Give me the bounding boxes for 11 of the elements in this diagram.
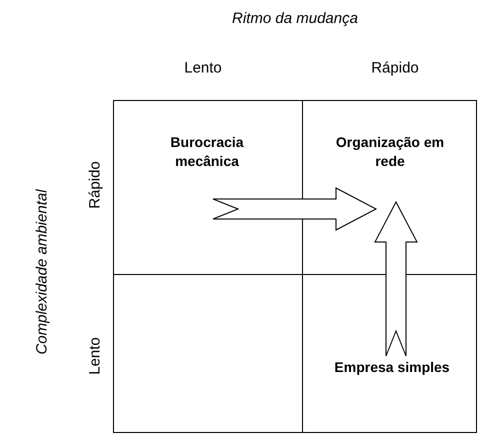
- column-label: Rápido: [371, 60, 419, 76]
- column-label: Lento: [184, 60, 222, 76]
- quadrant-label: Empresa simples: [332, 358, 452, 396]
- axis-title: Ritmo da mudança: [231, 10, 359, 27]
- block-arrow: [212, 187, 378, 231]
- quadrant-label: Burocracia mecânica: [147, 133, 267, 171]
- block-arrow: [374, 200, 418, 356]
- axis-title: Complexidade ambiental: [34, 189, 50, 355]
- quadrant-label: Organização em rede: [330, 133, 450, 171]
- row-label: Rápido: [86, 161, 104, 209]
- row-label: Lento: [86, 337, 104, 375]
